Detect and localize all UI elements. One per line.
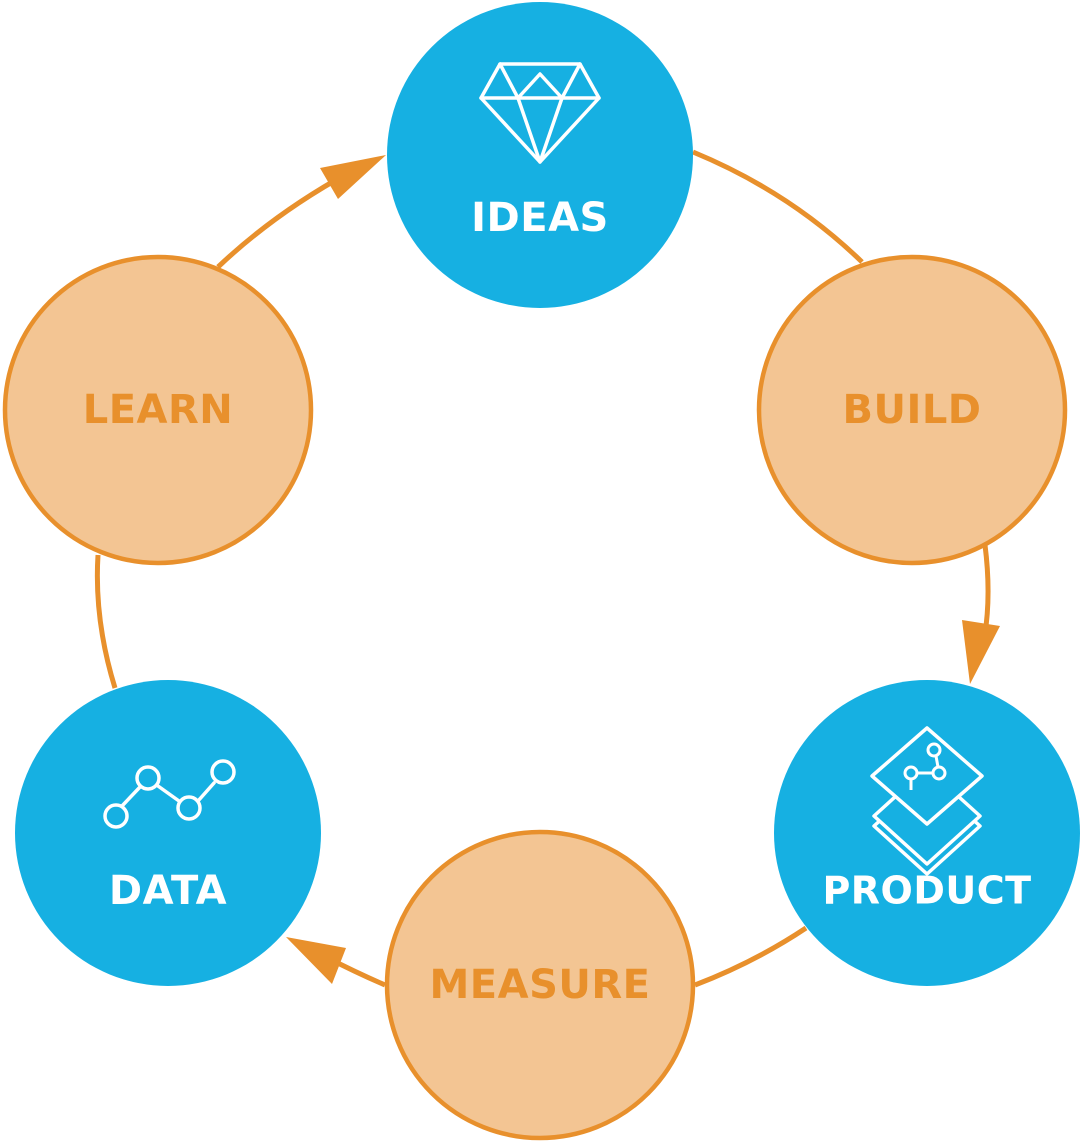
node-product-label: PRODUCT bbox=[822, 869, 1031, 913]
connector-data-learn bbox=[94, 554, 118, 689]
node-data: DATA bbox=[15, 680, 321, 986]
node-ideas-label: IDEAS bbox=[471, 195, 609, 241]
node-build-label: BUILD bbox=[842, 387, 981, 433]
diamond-icon bbox=[479, 62, 601, 164]
arrow-into-product bbox=[962, 620, 1000, 684]
node-measure-label: MEASURE bbox=[430, 962, 651, 1008]
node-learn-label: LEARN bbox=[83, 387, 234, 433]
node-ideas: IDEAS bbox=[387, 2, 693, 308]
layered-stack-icon bbox=[870, 726, 984, 876]
node-product: PRODUCT bbox=[774, 680, 1080, 986]
node-data-circle bbox=[15, 680, 321, 986]
cycle-connectors bbox=[94, 149, 1000, 988]
arrow-into-data bbox=[286, 937, 346, 984]
node-build-circle bbox=[756, 254, 1068, 566]
connector-product-measure bbox=[694, 925, 808, 988]
arrow-into-ideas bbox=[320, 155, 386, 199]
node-learn-circle bbox=[2, 254, 314, 566]
node-data-label: DATA bbox=[109, 868, 227, 914]
node-measure-circle bbox=[384, 829, 696, 1141]
connector-ideas-build bbox=[692, 149, 864, 264]
line-graph-icon bbox=[103, 759, 236, 829]
node-build: BUILD bbox=[756, 254, 1068, 566]
node-ideas-circle bbox=[387, 2, 693, 308]
connector-learn-ideas bbox=[216, 169, 352, 269]
node-measure: MEASURE bbox=[384, 829, 696, 1141]
node-learn: LEARN bbox=[2, 254, 314, 566]
